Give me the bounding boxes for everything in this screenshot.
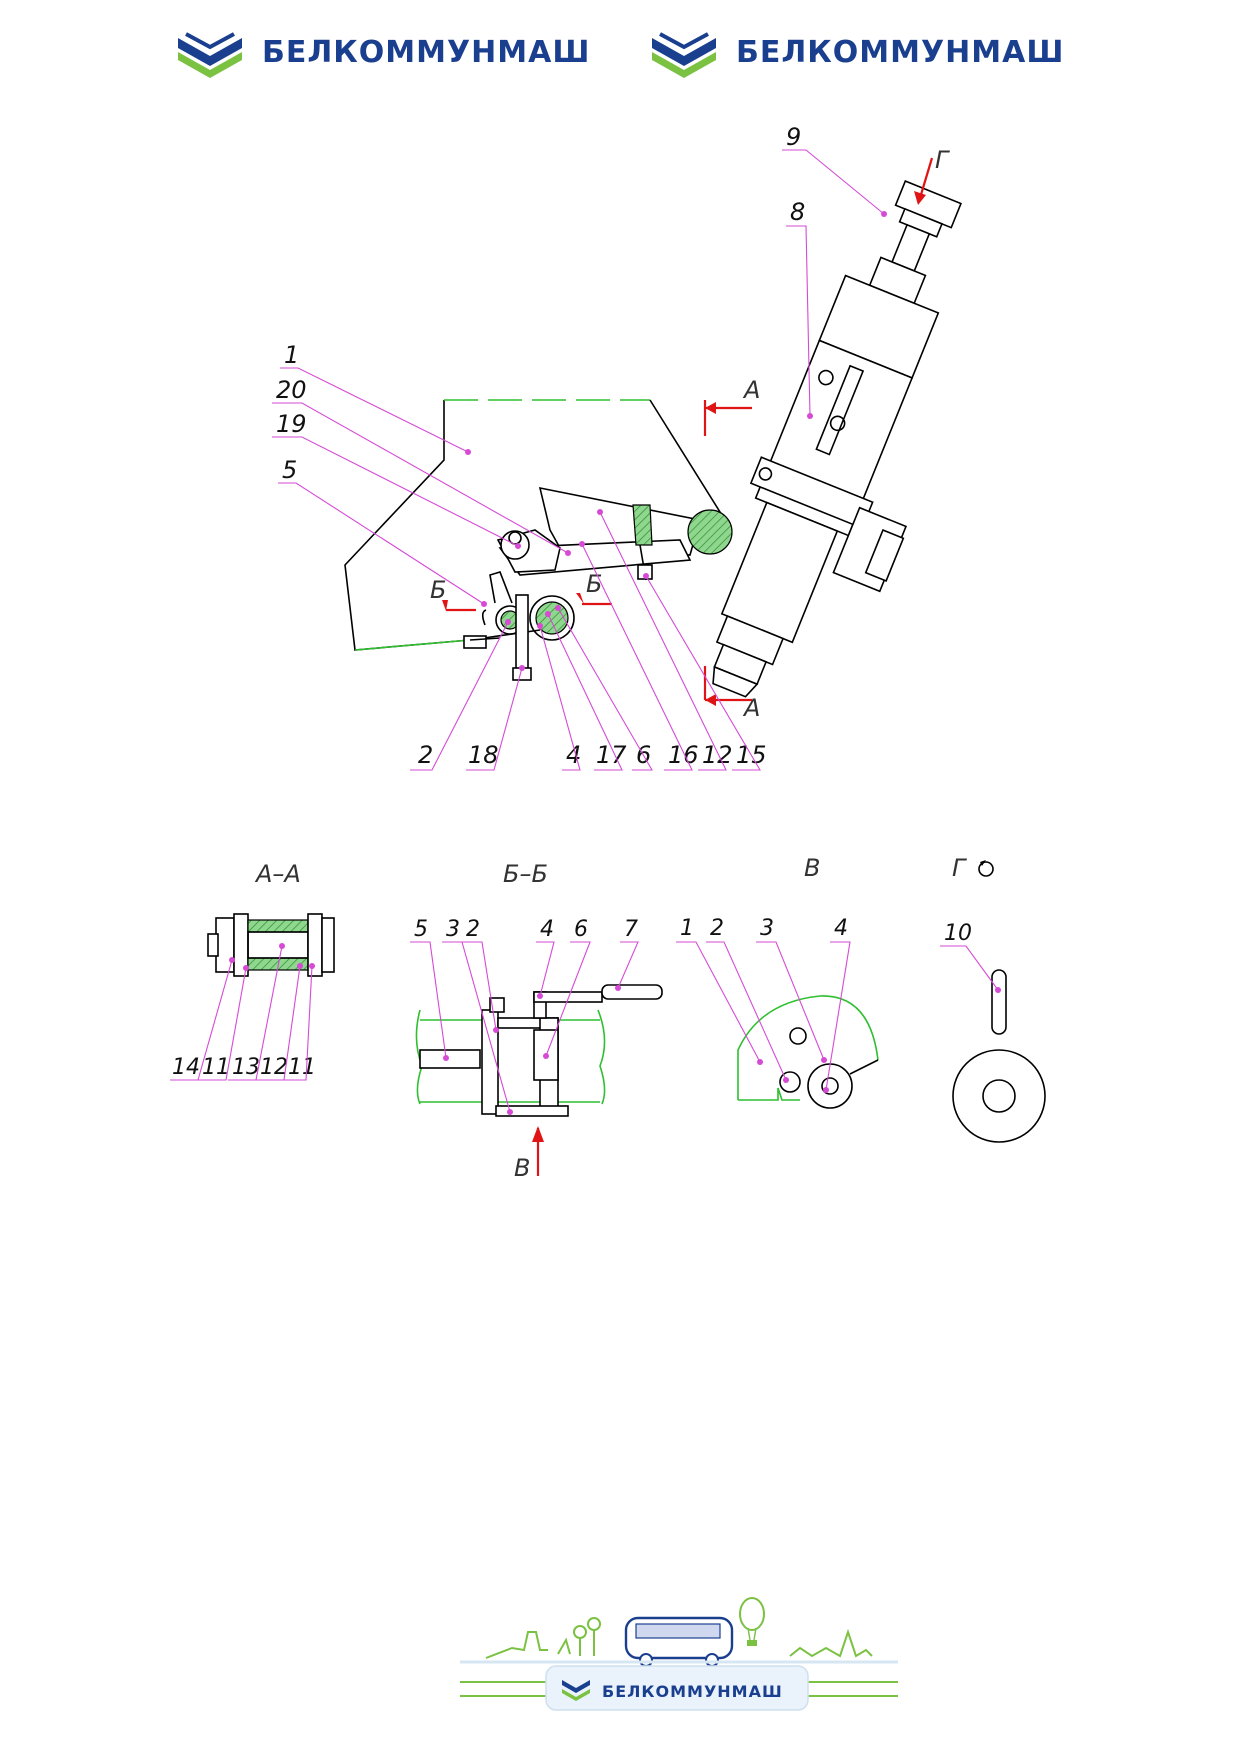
- view-v-title: В: [804, 854, 820, 882]
- callout-2: 2: [418, 741, 433, 769]
- section-bb-title: Б–Б: [503, 860, 548, 888]
- section-mark-b-left: Б: [430, 576, 446, 604]
- aa-callout-12: 12: [260, 1055, 288, 1080]
- section-mark-a-top: А: [742, 376, 760, 404]
- header-logo-left: БЕЛКОММУНМАШ: [178, 32, 590, 78]
- chevron-logo-icon: [652, 32, 716, 78]
- bus-icon: [624, 1616, 734, 1667]
- section-mark-b-right: Б: [586, 570, 602, 598]
- v-callout-3: 3: [760, 916, 774, 941]
- city-skyline-illustration: [485, 1617, 873, 1659]
- main-assembly-view: А А Б Б Г 1 20 19 5 9 8 2 18 4 17: [272, 123, 962, 771]
- footer-chevron-logo-icon: [562, 1680, 590, 1701]
- section-bb-callouts: 5 3 2 4 6 7: [410, 917, 639, 1115]
- callout-18: 18: [468, 741, 499, 769]
- view-v-callouts: 1 2 3 4: [676, 916, 851, 1093]
- bb-callout-5: 5: [414, 917, 428, 942]
- footer-logo-text: БЕЛКОММУНМАШ: [602, 1682, 783, 1701]
- callout-5: 5: [282, 456, 297, 484]
- section-aa-title: А–А: [254, 860, 301, 888]
- footer-banner: БЕЛКОММУНМАШ: [460, 1597, 898, 1711]
- bb-callout-7: 7: [624, 917, 638, 942]
- callouts-bottom: 2 18 4 17 6 16 12 15: [410, 509, 767, 771]
- view-v: В 1 2 3 4: [676, 854, 879, 1109]
- v-callout-2: 2: [710, 916, 724, 941]
- bb-callout-4: 4: [540, 917, 554, 942]
- callout-19: 19: [276, 410, 307, 438]
- callout-1: 1: [284, 341, 299, 369]
- balloon-icon: [739, 1597, 765, 1646]
- section-bb-view-mark: В: [514, 1154, 530, 1182]
- callout-9: 9: [786, 123, 801, 151]
- header-logo-right-text: БЕЛКОММУНМАШ: [736, 35, 1064, 70]
- section-aa: А–А 14 11 13 12 11: [170, 860, 335, 1081]
- header-logo-left-text: БЕЛКОММУНМАШ: [262, 35, 590, 70]
- section-bb: Б–Б В 5 3 2 4 6 7: [410, 860, 663, 1182]
- callout-12: 12: [702, 741, 733, 769]
- callout-16: 16: [668, 741, 699, 769]
- aa-callout-14: 14: [172, 1055, 200, 1080]
- header-logo-right: БЕЛКОММУНМАШ: [652, 32, 1064, 78]
- view-mark-g: Г: [935, 146, 950, 174]
- bb-callout-6: 6: [574, 917, 588, 942]
- v-callout-4: 4: [834, 916, 848, 941]
- section-mark-a-bottom: А: [742, 694, 760, 722]
- v-callout-1: 1: [680, 916, 694, 941]
- chevron-logo-icon: [178, 32, 242, 78]
- section-aa-callouts: 14 11 13 12 11: [170, 943, 316, 1081]
- aa-callout-11-left: 11: [202, 1055, 230, 1080]
- bb-callout-2: 2: [466, 917, 480, 942]
- rotate-icon: [978, 861, 994, 877]
- aa-callout-13: 13: [232, 1055, 260, 1080]
- view-g-callouts: 10: [940, 921, 1001, 993]
- view-g-title: Г: [952, 854, 967, 882]
- bb-callout-3: 3: [446, 917, 460, 942]
- callout-17: 17: [596, 741, 627, 769]
- callout-20: 20: [276, 376, 307, 404]
- aa-callout-11-right: 11: [288, 1055, 316, 1080]
- view-g: Г 10: [940, 854, 1046, 1143]
- callouts-top: 1 20 19 5 9 8: [272, 123, 887, 607]
- g-callout-10: 10: [944, 921, 972, 946]
- callout-8: 8: [790, 198, 805, 226]
